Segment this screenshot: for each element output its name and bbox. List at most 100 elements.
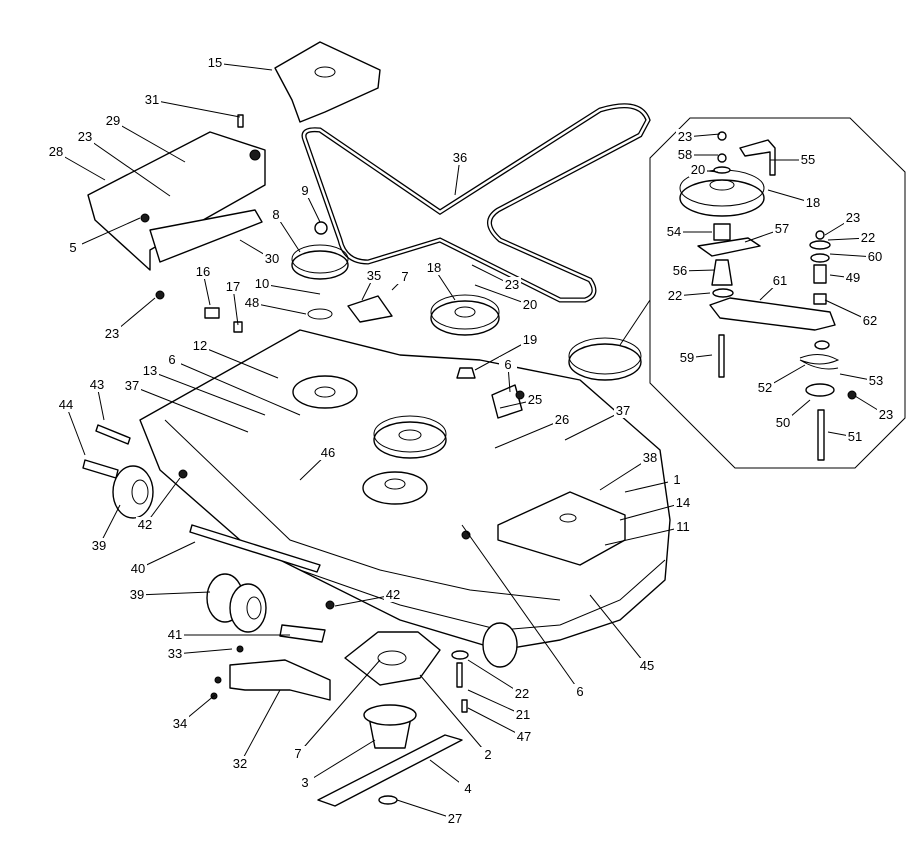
callout-label: 39: [92, 538, 106, 553]
callout-label: 23: [678, 129, 692, 144]
callout-label: 37: [125, 378, 139, 393]
callout-label: 41: [168, 627, 182, 642]
bolt-33: [236, 645, 244, 653]
washer-27: [378, 795, 398, 805]
callout-label: 29: [106, 113, 120, 128]
callout-label: 55: [801, 152, 815, 167]
callout-label-bg: [243, 295, 261, 310]
belt-cover-hole: [314, 66, 336, 78]
callout-label-bg: [206, 55, 224, 70]
callout-label-bg: [263, 251, 281, 266]
deck-rim: [299, 559, 666, 631]
pin-43: [95, 424, 131, 445]
callout-label-bg: [799, 152, 817, 167]
callout-label: 10: [255, 276, 269, 291]
callout-label-bg: [365, 268, 383, 283]
pulley-18-groove: [430, 294, 500, 330]
inset-spacer-54: [713, 223, 731, 241]
callout-label-bg: [267, 207, 285, 222]
callout-leader: [214, 62, 273, 71]
callout-label-bg: [296, 775, 314, 790]
callout-label: 34: [173, 716, 187, 731]
cover-bracket: [149, 209, 263, 263]
callout-label: 9: [301, 183, 308, 198]
callout-label-bg: [844, 210, 862, 225]
callout-label-bg: [844, 270, 862, 285]
inset-bolt-59: [718, 334, 725, 378]
callout-leader: [304, 739, 376, 784]
inset-bushing-49: [813, 264, 827, 284]
callout-label: 11: [676, 519, 690, 534]
callout-label: 1: [673, 472, 680, 487]
callout-label-bg: [671, 263, 689, 278]
bracket-35: [347, 295, 393, 323]
callout-label: 23: [78, 129, 92, 144]
inset-bushing-62: [813, 293, 827, 305]
wheel-39-front-b: [229, 583, 267, 633]
callout-label-bg: [129, 561, 147, 576]
washer-22: [451, 650, 469, 660]
callout-leader: [419, 674, 489, 756]
callout-label: 61: [773, 273, 787, 288]
pulley-8: [291, 250, 349, 280]
callout-label: 6: [504, 357, 511, 372]
callout-label-bg: [123, 378, 141, 393]
wheel-39-front-hub: [246, 596, 262, 620]
cover-nut: [140, 213, 150, 223]
callout-leader: [137, 541, 196, 570]
deck-pulley-left: [292, 375, 358, 409]
pulley-18: [430, 300, 500, 336]
callout-label-bg: [425, 260, 443, 275]
callout-label: 56: [673, 263, 687, 278]
callout-label-bg: [163, 352, 181, 367]
callout-label-bg: [499, 357, 517, 372]
callout-leader: [494, 419, 563, 449]
callout-leader: [174, 648, 233, 655]
callout-leader: [149, 370, 266, 416]
callout-label-bg: [804, 195, 822, 210]
callout-label-bg: [503, 277, 521, 292]
inset-nut-23-right: [815, 230, 825, 240]
callout-leader: [239, 689, 281, 765]
callout-label-bg: [103, 326, 121, 341]
callout-label: 23: [505, 277, 519, 292]
callout-label: 20: [523, 297, 537, 312]
callout-label: 59: [680, 350, 694, 365]
callout-label-bg: [859, 230, 877, 245]
callout-label: 21: [516, 707, 530, 722]
deck-pulley-center-hub: [398, 429, 422, 441]
callout-label-bg: [756, 380, 774, 395]
callout-label-bg: [846, 429, 864, 444]
callout-label: 12: [193, 338, 207, 353]
front-bar-40: [189, 524, 321, 573]
callout-label: 7: [294, 746, 301, 761]
callout-label: 42: [138, 517, 152, 532]
callout-label: 39: [130, 587, 144, 602]
inset-idler-arm-61: [709, 297, 836, 331]
inset-pulley-18: [679, 179, 765, 217]
callout-label-bg: [90, 538, 108, 553]
callout-label: 15: [208, 55, 222, 70]
callout-label-bg: [526, 392, 544, 407]
washer-48: [307, 308, 333, 320]
callout-label: 60: [868, 249, 882, 264]
callout-leader: [461, 524, 581, 693]
drive-belt-inner: [302, 104, 650, 302]
callout-label-bg: [674, 495, 692, 510]
callout-label: 8: [272, 207, 279, 222]
callout-label: 14: [676, 495, 690, 510]
detail-inset-pointer: [619, 299, 651, 346]
wheel-39-left-hub: [131, 479, 149, 505]
callout-label-bg: [446, 811, 464, 826]
inset-bushing-62-lower: [814, 340, 830, 350]
callout-label-bg: [676, 129, 694, 144]
pulley-18-hub: [454, 306, 476, 318]
callout-label: 22: [861, 230, 875, 245]
nut-42-front: [325, 600, 335, 610]
callout-label-bg: [451, 150, 469, 165]
callout-leader: [467, 689, 524, 716]
callout-label: 18: [806, 195, 820, 210]
inset-bushing-56: [711, 259, 733, 286]
callout-label: 23: [105, 326, 119, 341]
callout-label-bg: [143, 92, 161, 107]
